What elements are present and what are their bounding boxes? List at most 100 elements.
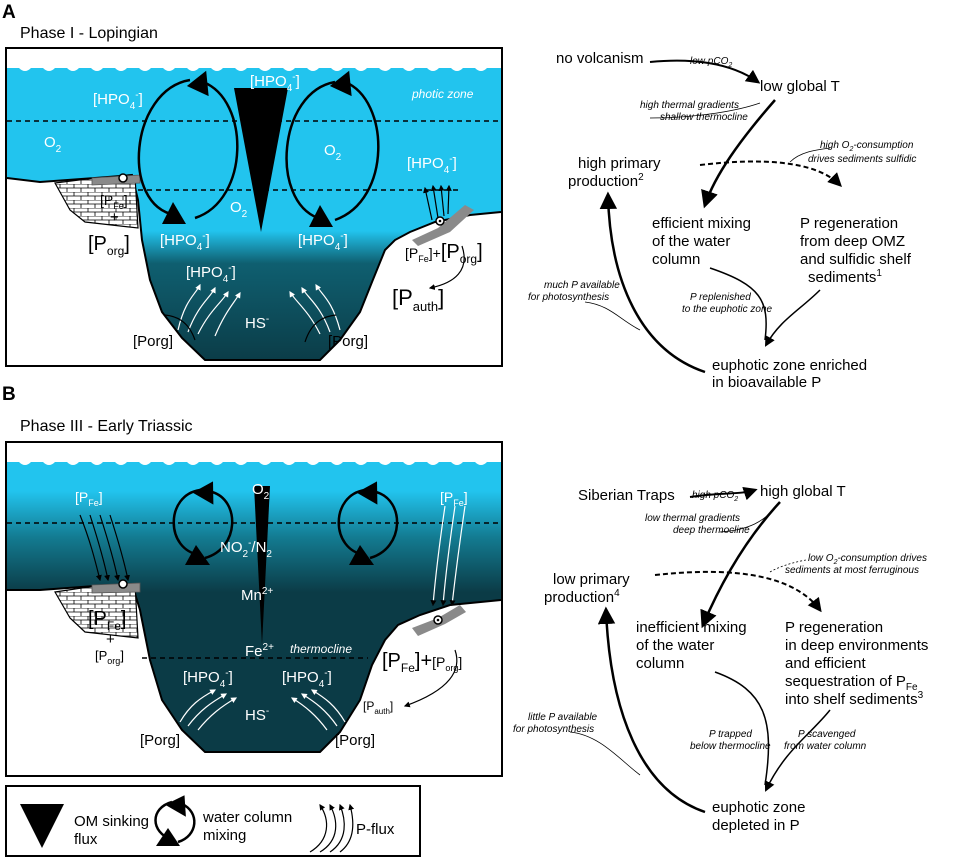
- hs-label-b: HS-: [245, 706, 269, 724]
- flow-b-avail-2: for photosynthesis: [513, 724, 594, 735]
- flow-b-high-global-t: high global T: [760, 483, 846, 500]
- pfe-label-b-top-left: [PFe]: [75, 489, 103, 508]
- mixing-loop-right-a: [285, 70, 380, 227]
- fe-label-b: Fe2+: [245, 642, 274, 660]
- flow-a-mix-2: of the water: [652, 233, 730, 250]
- flow-a-mix-1: efficient mixing: [652, 215, 751, 232]
- hpo4-label-a2: [HPO4-]: [250, 72, 300, 94]
- flow-a-thermal-1: high thermal gradients: [640, 100, 739, 111]
- panel-b: B Phase III - Early Triassic: [2, 384, 928, 834]
- flow-b-avail-1: little P available: [528, 712, 598, 723]
- porg-label-b-left: [Porg]: [95, 648, 124, 666]
- flow-a-low-pco2: low pCO2: [690, 56, 732, 69]
- hs-label-a: HS-: [245, 314, 269, 332]
- basin-b: O2 NO2-/N2 Mn2+ Fe2+ thermocline [PFe] […: [5, 441, 503, 777]
- no2-n2-label-b: NO2-/N2: [220, 538, 272, 560]
- flow-a-thermal-2: shallow thermocline: [660, 112, 748, 123]
- porg-bottom-a-right: [Porg]: [328, 333, 368, 350]
- flow-b-regen-2: in deep environments: [785, 637, 928, 654]
- flow-b-prod-2: production4: [544, 588, 620, 606]
- flow-b-thermal-1: low thermal gradients: [645, 513, 740, 524]
- flow-a-repl-1: P replenished: [690, 292, 751, 303]
- legend-mix-2: mixing: [203, 827, 246, 844]
- flow-b-scav-2: from water column: [784, 741, 867, 752]
- flow-a-oxy-2: drives sediments sulfidic: [808, 154, 916, 165]
- flow-b-mix-1: inefficient mixing: [636, 619, 747, 636]
- flow-b-traps: Siberian Traps: [578, 487, 675, 504]
- flow-a-regen-4: sediments1: [808, 268, 882, 286]
- pfe-label-a-left: [PFe]: [100, 192, 128, 211]
- flowchart-a: no volcanism low pCO2 low global T high …: [528, 50, 916, 391]
- legend-om-2: flux: [74, 831, 98, 848]
- hpo4-label-b1: [HPO4-]: [183, 668, 233, 690]
- flow-b-oxy-1: low O2-consumption drives: [808, 553, 927, 566]
- pfe-porg-label-b-right: [PFe]+[Porg]: [382, 650, 462, 675]
- mixing-loop-right-b: [337, 481, 399, 565]
- pauth-label-a: [Pauth]: [392, 285, 444, 314]
- flow-b-mix-3: column: [636, 655, 684, 672]
- flow-b-oxy-2: sediments at most ferruginous: [785, 565, 919, 576]
- panel-a-title: Phase I - Lopingian: [20, 25, 158, 42]
- flow-b-mix-2: of the water: [636, 637, 714, 654]
- legend: OM sinking flux water column mixing P-fl…: [5, 785, 421, 857]
- flow-b-trap-2: below thermocline: [690, 741, 771, 752]
- porg-bottom-b-left: [Porg]: [140, 732, 180, 749]
- flow-a-prod-2: production2: [568, 172, 644, 190]
- legend-pflux: P-flux: [356, 821, 395, 838]
- panel-a: A Phase I - Lopingian: [2, 2, 916, 391]
- hpo4-label-a4: [HPO4-]: [160, 231, 210, 253]
- legend-pflux-icon: [309, 803, 355, 853]
- panel-a-letter: A: [2, 2, 16, 23]
- flow-b-regen-1: P regeneration: [785, 619, 883, 636]
- mixing-loop-left-b: [172, 481, 234, 565]
- flow-a-avail-2: for photosynthesis: [528, 292, 609, 303]
- flow-a-repl-2: to the euphotic zone: [682, 304, 773, 315]
- flow-b-eu-2: depleted in P: [712, 817, 800, 834]
- plus-label-a-left: +: [110, 209, 119, 226]
- flow-a-eu-2: in bioavailable P: [712, 374, 821, 391]
- flow-a-mix-3: column: [652, 251, 700, 268]
- flow-b-trap-1: P trapped: [709, 729, 752, 740]
- photic-zone-label: photic zone: [411, 87, 474, 101]
- flow-a-regen-2: from deep OMZ: [800, 233, 905, 250]
- o2-label-b: O2: [252, 481, 270, 502]
- porg-bottom-b-right: [Porg]: [335, 732, 375, 749]
- legend-mix-1: water column: [202, 809, 292, 826]
- flow-a-regen-1: P regeneration: [800, 215, 898, 232]
- flow-b-regen-4: sequestration of PFe: [785, 673, 918, 693]
- o2-label-a3: O2: [230, 199, 248, 220]
- pfe-label-b-top-right: [PFe]: [440, 489, 468, 508]
- legend-om-1: OM sinking: [74, 813, 149, 830]
- flow-a-low-global-t: low global T: [760, 78, 840, 95]
- legend-mixing-icon: [154, 795, 196, 846]
- thermocline-label: thermocline: [290, 642, 352, 656]
- flow-a-avail-1: much P available: [544, 280, 620, 291]
- panel-b-letter: B: [2, 384, 16, 405]
- pauth-label-b: [Pauth]: [363, 699, 393, 716]
- flow-b-eu-1: euphotic zone: [712, 799, 805, 816]
- flow-b-high-pco2: high pCO2: [692, 490, 738, 503]
- flow-a-no-volcanism: no volcanism: [556, 50, 644, 67]
- flow-b-regen-5: into shelf sediments3: [785, 690, 924, 708]
- flow-b-prod-1: low primary: [553, 571, 630, 588]
- plus-label-b-left: +: [106, 631, 115, 648]
- flowchart-b: Siberian Traps high pCO2 high global T l…: [513, 483, 928, 834]
- hpo4-label-b2: [HPO4-]: [282, 668, 332, 690]
- hpo4-label-a6: [HPO4-]: [186, 263, 236, 285]
- flow-a-eu-1: euphotic zone enriched: [712, 357, 867, 374]
- flow-a-regen-3: and sulfidic shelf: [800, 251, 912, 268]
- pfe-label-b-left: [PFe]: [88, 608, 126, 633]
- mn-label-b: Mn2+: [241, 586, 273, 604]
- flow-a-prod-1: high primary: [578, 155, 661, 172]
- porg-label-a-left: [Porg]: [88, 233, 130, 258]
- flow-b-regen-3: and efficient: [785, 655, 866, 672]
- flow-b-thermal-2: deep thermocline: [673, 525, 750, 536]
- panel-b-title: Phase III - Early Triassic: [20, 418, 193, 435]
- legend-om-triangle-icon: [20, 804, 64, 848]
- flow-b-scav-1: P scavenged: [798, 729, 856, 740]
- flow-a-oxy-1: high O2-consumption: [820, 140, 914, 153]
- hpo4-label-a3: [HPO4-]: [407, 154, 457, 176]
- pfe-porg-label-a-right: [PFe]+[Porg]: [405, 241, 483, 266]
- o2-label-a1: O2: [44, 134, 62, 155]
